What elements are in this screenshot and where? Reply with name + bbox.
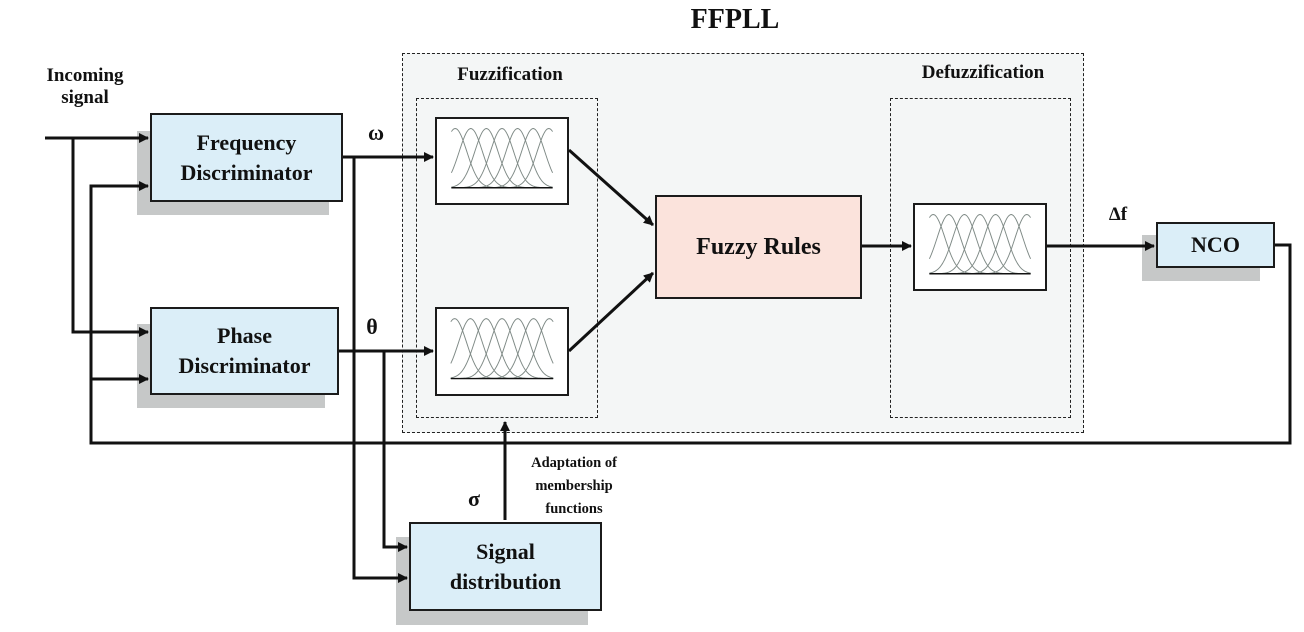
sigma-label: σ — [468, 486, 480, 511]
membership-curve — [450, 318, 554, 380]
fuzzification-region — [416, 98, 598, 418]
membership-curve — [929, 214, 1031, 275]
frequency-discriminator-block[interactable]: Frequency Discriminator — [150, 113, 343, 202]
adaptation-label: Adaptation of membership functions — [531, 455, 617, 518]
membership-curve — [451, 128, 553, 189]
gaussian-membership-icon — [450, 318, 554, 380]
delta-f-label: Δf — [1108, 204, 1128, 225]
fuzzification-label: Fuzzification — [457, 64, 563, 85]
incoming-signal-label: Incoming signal — [46, 65, 124, 108]
gaussian-membership-icon — [450, 128, 554, 189]
defuzzification-label: Defuzzification — [921, 62, 1045, 83]
incoming-branch-wire — [71, 138, 149, 337]
omega-membership-box[interactable] — [435, 117, 569, 205]
diagram-title: FFPLL — [690, 4, 780, 35]
theta-label: θ — [366, 314, 378, 339]
theta-membership-box[interactable] — [435, 307, 569, 396]
omega-mf-to-rules-wire — [568, 148, 654, 227]
defuzzification-region — [890, 98, 1071, 418]
phase-discriminator-block[interactable]: Phase Discriminator — [150, 307, 339, 395]
signal-distribution-block[interactable]: Signal distribution — [409, 522, 602, 611]
nco-feedback-wire — [89, 181, 1292, 445]
theta-to-distribution-wire — [382, 351, 408, 552]
nco-block[interactable]: NCO — [1156, 222, 1275, 268]
output-membership-box[interactable] — [913, 203, 1047, 291]
gaussian-membership-icon — [928, 214, 1032, 275]
fuzzy-rules-block[interactable]: Fuzzy Rules — [655, 195, 862, 299]
omega-label: ω — [367, 120, 385, 145]
theta-mf-to-rules-wire — [567, 271, 655, 353]
omega-to-distribution-wire — [352, 157, 408, 583]
